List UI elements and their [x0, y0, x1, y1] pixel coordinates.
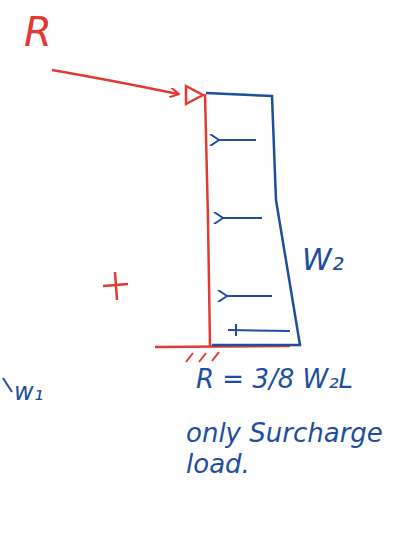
base-hatch: [186, 352, 219, 362]
load-label: W₂: [302, 242, 344, 278]
load-label: w₁: [14, 378, 43, 407]
wall-line: [205, 94, 210, 346]
reaction-arrow: [52, 70, 178, 94]
handwritten-note: only Surcharge load.: [186, 418, 404, 480]
load-arrow: [218, 139, 256, 141]
pen-stroke: [3, 378, 12, 392]
reaction-label: R: [24, 8, 52, 56]
load-arrow: [226, 295, 272, 297]
load-tick: [228, 324, 290, 336]
load-block: [206, 93, 300, 345]
plus-mark: [103, 272, 128, 300]
formula-note: R = 3/8 W₂L: [196, 364, 353, 395]
pin-support: [186, 86, 203, 104]
load-arrow: [222, 217, 262, 219]
